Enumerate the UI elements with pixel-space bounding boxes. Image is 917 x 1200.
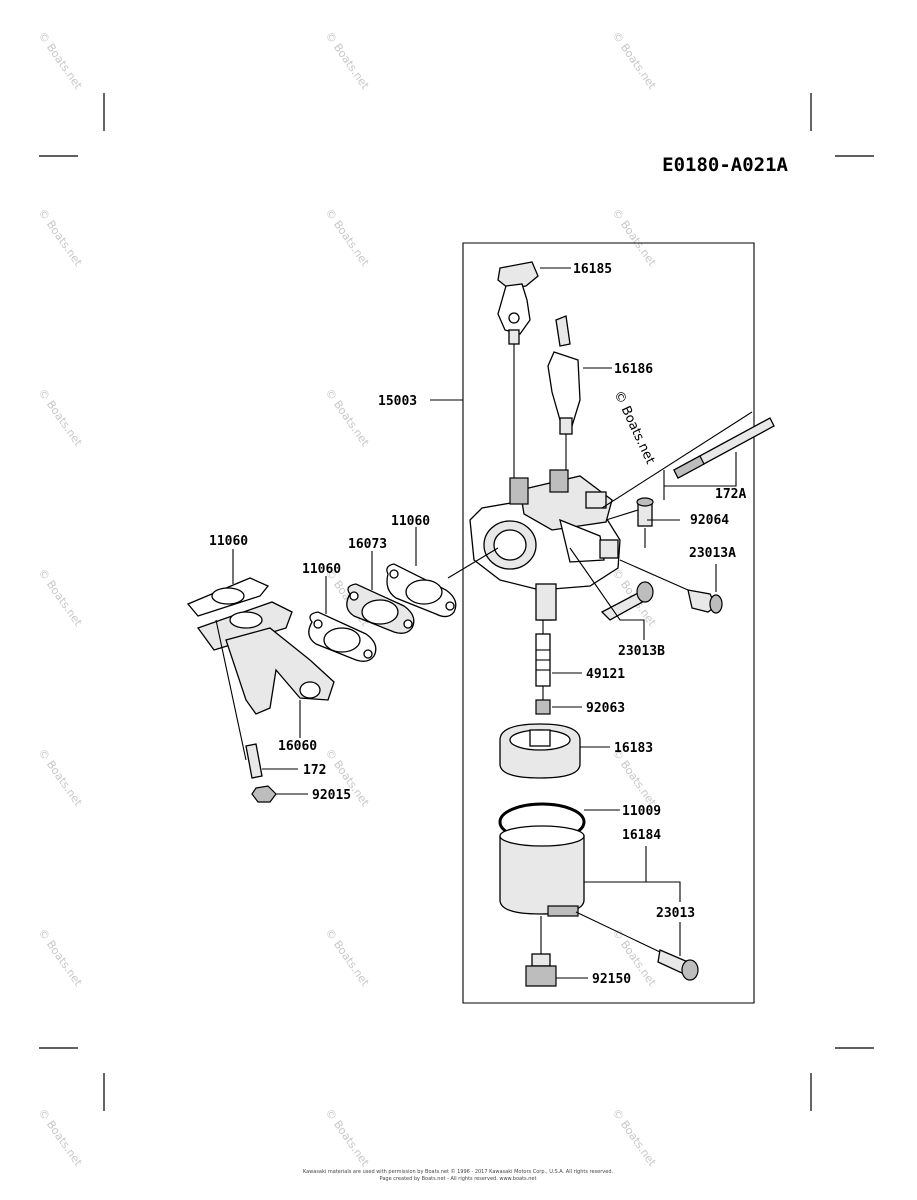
guide-line [215,619,247,761]
label-23013A: 23013A [689,546,736,561]
gasket-11060-right-part [386,563,457,618]
guide-line [447,547,499,579]
label-11060-middle: 11060 [302,562,341,577]
label-23013B: 23013B [618,644,665,659]
leader-172A [663,452,737,487]
label-92150: 92150 [592,972,631,987]
watermark: © Boats.net [323,206,373,269]
carburetor-body-part [469,469,621,621]
stud-172-part [245,743,263,779]
watermark: © Boats.net [36,206,86,269]
insulator-16073-part [346,583,415,634]
label-49121: 49121 [586,667,625,682]
guide-line [619,559,689,591]
jet-92063-part [535,699,551,715]
intake-pipe-16060-part [196,601,335,715]
screw-23013B-part [600,581,654,621]
float-bowl-16184-part [499,825,585,917]
float-16183-part [499,723,581,779]
gasket-11060-middle-part [308,611,377,662]
part-92064 [636,497,654,527]
watermark: © Boats.net [323,386,373,449]
label-92063: 92063 [586,701,625,716]
label-15003: 15003 [378,394,417,409]
watermark: © Boats.net [610,206,660,269]
bolt-92150-part [525,953,557,987]
label-16185: 16185 [573,262,612,277]
label-16183: 16183 [614,741,653,756]
label-11060-right: 11060 [391,514,430,529]
watermark: © Boats.net [36,29,86,92]
leader-23013-top [646,881,681,902]
leader-23013B [569,547,645,640]
watermark: © Boats.net [610,1106,660,1169]
label-92015: 92015 [312,788,351,803]
label-172A: 172A [715,487,746,502]
label-16060: 16060 [278,739,317,754]
guide-line [601,411,753,509]
diagram-code: E0180-A021A [662,154,788,176]
guide-line [575,911,661,953]
label-16073: 16073 [348,537,387,552]
watermark-inline: © Boats.net [610,388,657,466]
throttle-lever-part [547,315,581,435]
watermark: © Boats.net [323,29,373,92]
watermark: © Boats.net [36,566,86,629]
choke-lever-part [497,261,539,345]
label-11009: 11009 [622,804,661,819]
crop-marks [39,93,874,1111]
leader-16184 [584,846,647,883]
label-11060-left: 11060 [209,534,248,549]
footer-copyright: Kawasaki materials are used with permiss… [303,1168,614,1175]
label-16184: 16184 [622,828,661,843]
nozzle-49121-part [535,633,551,687]
watermark: © Boats.net [36,746,86,809]
footer-copyright-2: Page created by Boats.net - All rights r… [380,1176,537,1182]
screw-23013-part [657,949,699,981]
watermark: © Boats.net [36,926,86,989]
watermark: © Boats.net [36,386,86,449]
guide-line [605,509,639,521]
label-16186: 16186 [614,362,653,377]
assembly-frame [462,242,755,1004]
stud-172A-part [673,417,775,479]
label-172: 172 [303,763,326,778]
watermark: © Boats.net [36,1106,86,1169]
label-92064: 92064 [690,513,729,528]
watermark: © Boats.net [610,29,660,92]
nut-92015-part [251,785,277,803]
label-23013: 23013 [656,906,695,921]
gasket-11060-left-part [186,577,270,617]
screw-23013A-part [687,589,723,614]
watermark: © Boats.net [323,926,373,989]
watermark: © Boats.net [323,1106,373,1169]
